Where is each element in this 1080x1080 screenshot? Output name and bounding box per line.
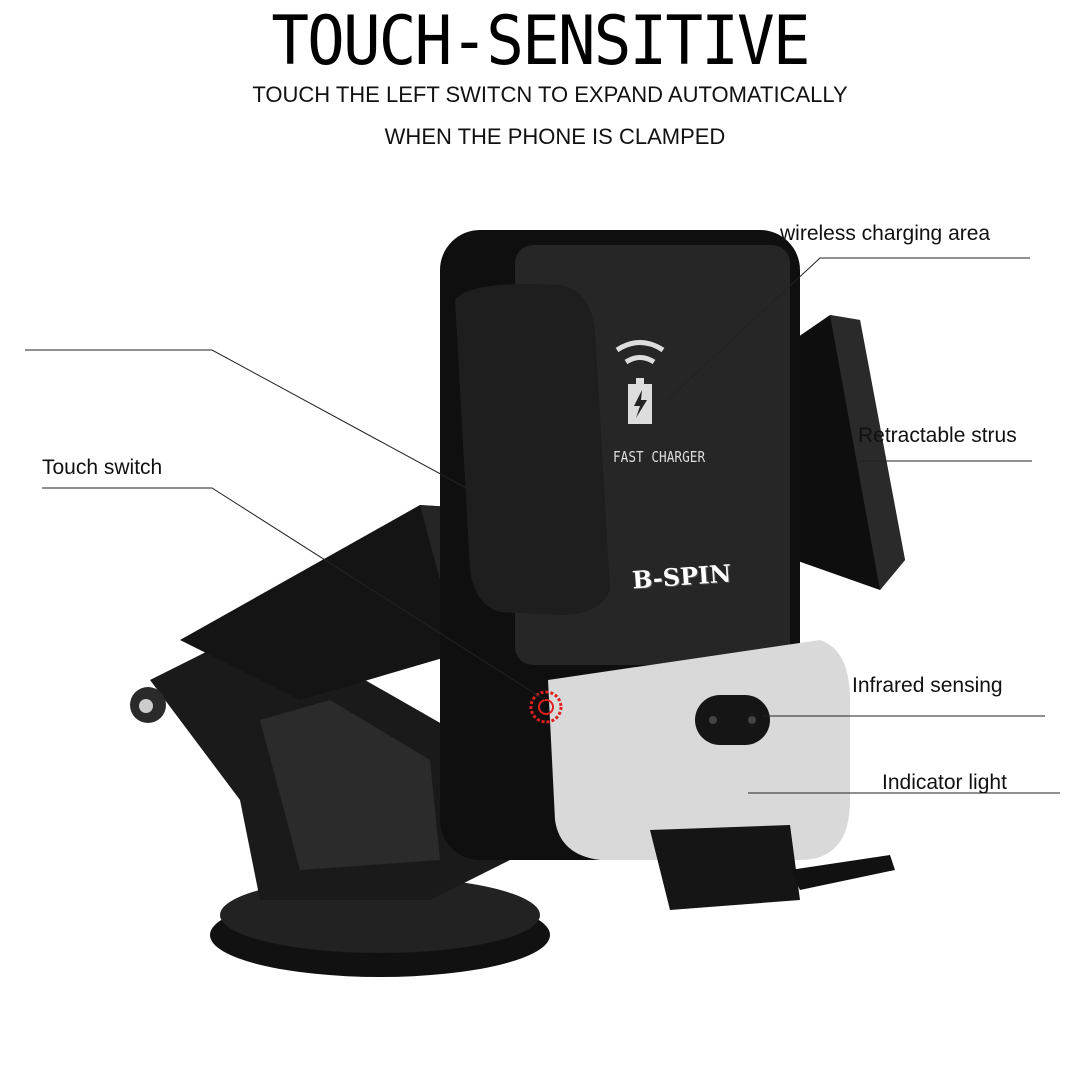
page-title: TOUCH-SENSITIVE	[271, 2, 810, 81]
touch-switch-marker	[529, 690, 563, 724]
leader-lines	[25, 257, 1060, 794]
bottom-foot	[650, 825, 800, 910]
wireless-icon	[615, 340, 665, 353]
silver-base-panel	[548, 640, 850, 860]
callout-infrared-sensing: Infrared sensing	[852, 674, 1003, 697]
callout-retractable-strut: Retractable strus	[858, 424, 1017, 447]
callout-wireless-charging: wireless charging area	[780, 222, 991, 245]
callout-touch-switch: Touch switch	[42, 456, 163, 479]
left-clamp-arm	[455, 284, 610, 615]
infrared-sensor	[695, 695, 770, 745]
subtitle-line-1: TOUCH THE LEFT SWITCN TO EXPAND AUTOMATI…	[252, 82, 848, 107]
callout-indicator-light: Indicator light	[882, 771, 1007, 794]
subtitle-line-2: WHEN THE PHONE IS CLAMPED	[384, 124, 726, 149]
battery-icon	[636, 378, 644, 384]
fast-charger-print: FAST CHARGER	[613, 448, 706, 466]
